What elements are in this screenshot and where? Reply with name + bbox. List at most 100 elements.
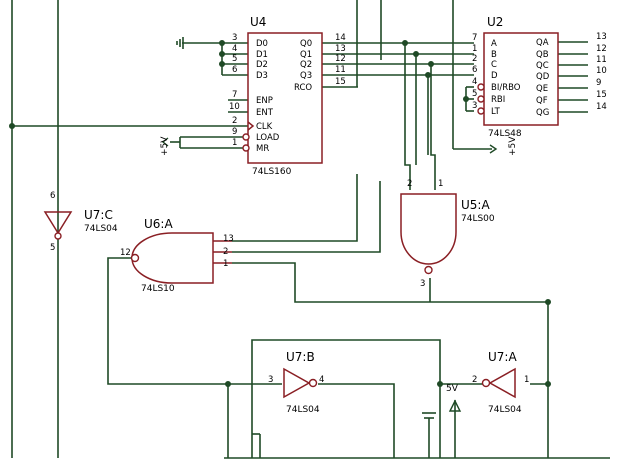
u7b-type: 74LS04: [286, 405, 320, 415]
u4-counter[interactable]: U4 74LS160 D0 D1 D2 D3 ENP ENT CLK LOAD …: [229, 15, 346, 177]
power-5v-bottom: 5V: [446, 384, 462, 412]
power-5v-u4: +5V: [160, 136, 170, 156]
u2-pin-label: QB: [536, 50, 549, 60]
u7b-pin-number: 4: [319, 375, 324, 385]
u4-pin-label: D3: [256, 71, 268, 81]
u2-pin-label: D: [491, 71, 498, 81]
u4-pin-number: 3: [232, 33, 237, 43]
u2-pin-label: QA: [536, 38, 549, 48]
u2-pin-label: QE: [536, 84, 548, 94]
u4-pin-number: 2: [232, 116, 237, 126]
u4-pin-number: 6: [232, 65, 237, 75]
u7a-type: 74LS04: [488, 405, 522, 415]
u2-lt-bubble: [477, 107, 485, 115]
u2-pin-number: 11: [596, 55, 607, 65]
u4-pin-number: 11: [335, 65, 346, 75]
u4-pin-label: MR: [256, 144, 269, 154]
u4-load-bubble: [242, 133, 250, 141]
u4-pin-number: 13: [335, 44, 346, 54]
u7a-pin-number: 1: [524, 375, 529, 385]
u2-pin-label: QC: [536, 61, 549, 71]
power-5v-u2: +5V: [489, 136, 518, 156]
u5a-pin-number: 3: [420, 279, 425, 289]
u4-pin-number: 10: [229, 102, 240, 112]
u4-pin-label: CLK: [256, 122, 273, 132]
u2-pin-label: QF: [536, 96, 548, 106]
u2-rbi-bubble: [477, 95, 485, 103]
u2-pin-label: QG: [536, 108, 549, 118]
u4-pin-number: 7: [232, 90, 237, 100]
u4-pin-number: 1: [232, 138, 237, 148]
u4-pin-number: 14: [335, 33, 346, 43]
u2-pin-number: 7: [472, 33, 477, 43]
u4-pin-label: LOAD: [256, 133, 280, 143]
u2-pin-number: 13: [596, 32, 607, 42]
u4-clock-triangle: [247, 121, 255, 131]
u7b-inverter[interactable]: U7:B 74LS04 3 4: [268, 350, 324, 415]
u4-mr-bubble: [242, 144, 250, 152]
u2-pin-number: 2: [472, 54, 477, 64]
u7c-pin-number: 6: [50, 191, 55, 201]
u4-pin-number: 9: [232, 127, 237, 137]
u2-type: 74LS48: [488, 129, 522, 139]
u2-pin-number: 3: [472, 101, 477, 111]
u7b-ref: U7:B: [286, 350, 315, 364]
u2-pin-label: B: [491, 50, 497, 60]
u7a-inverter[interactable]: U7:A 74LS04 2 1: [472, 350, 529, 415]
u4-ref: U4: [250, 15, 266, 29]
u6a-pin-number: 1: [223, 259, 228, 269]
power-label: +5V: [508, 136, 518, 156]
u2-pin-label: QD: [536, 72, 550, 82]
u7c-type: 74LS04: [84, 224, 118, 234]
u2-pin-label: LT: [491, 107, 501, 117]
u4-pin-number: 12: [335, 54, 346, 64]
junctions: [9, 40, 551, 387]
u2-pin-number: 9: [596, 78, 601, 88]
u4-pin-label: D0: [256, 39, 268, 49]
u5a-pin-number: 2: [407, 179, 412, 189]
u2-pin-label: BI/RBO: [491, 83, 521, 93]
u4-pin-label: Q3: [300, 71, 312, 81]
u4-pin-label: Q0: [300, 39, 312, 49]
u2-pin-number: 12: [596, 44, 607, 54]
u4-pin-label: Q2: [300, 60, 312, 70]
u7c-ref: U7:C: [84, 208, 113, 222]
u5a-pin-number: 1: [438, 179, 443, 189]
u7a-pin-number: 2: [472, 375, 477, 385]
u2-decoder[interactable]: U2 74LS48 A B C D BI/RBO RBI LT QA QB QC…: [472, 15, 607, 139]
u2-pin-label: C: [491, 60, 497, 70]
u4-pin-number: 15: [335, 77, 346, 87]
u6a-pin-number: 12: [120, 248, 131, 258]
u4-pin-label: Q1: [300, 50, 312, 60]
power-label: 5V: [446, 384, 459, 394]
u6a-nand-gate[interactable]: U6:A 74LS10 13 2 1 12: [120, 217, 234, 294]
wires: [11, 0, 610, 459]
u2-pin-label: A: [491, 39, 497, 49]
u4-type: 74LS160: [252, 167, 292, 177]
u2-pin-label: RBI: [491, 95, 505, 105]
u2-ref: U2: [487, 15, 503, 29]
u6a-type: 74LS10: [141, 284, 175, 294]
u2-pin-number: 10: [596, 66, 607, 76]
u4-pin-number: 5: [232, 54, 237, 64]
u5a-ref: U5:A: [461, 198, 490, 212]
u2-pin-number: 14: [596, 102, 607, 112]
u5a-nand-gate[interactable]: U5:A 74LS00 2 1 3: [400, 179, 495, 289]
u6a-ref: U6:A: [144, 217, 173, 231]
u4-pin-label: D2: [256, 60, 268, 70]
u7c-inverter[interactable]: U7:C 74LS04 6 5: [43, 191, 118, 253]
u4-pin-label: ENP: [256, 96, 273, 106]
u2-pin-number: 15: [596, 90, 607, 100]
u4-pin-label: D1: [256, 50, 268, 60]
u2-pin-number: 4: [472, 77, 477, 87]
power-label: +5V: [160, 136, 170, 156]
u6a-pin-number: 13: [223, 234, 234, 244]
u7a-ref: U7:A: [488, 350, 517, 364]
u2-bi-bubble: [477, 83, 485, 91]
u2-pin-number: 6: [472, 65, 477, 75]
u4-pin-label: RCO: [294, 83, 312, 93]
u5a-type: 74LS00: [461, 214, 495, 224]
u4-pin-label: ENT: [256, 108, 274, 118]
u2-pin-number: 5: [472, 89, 477, 99]
